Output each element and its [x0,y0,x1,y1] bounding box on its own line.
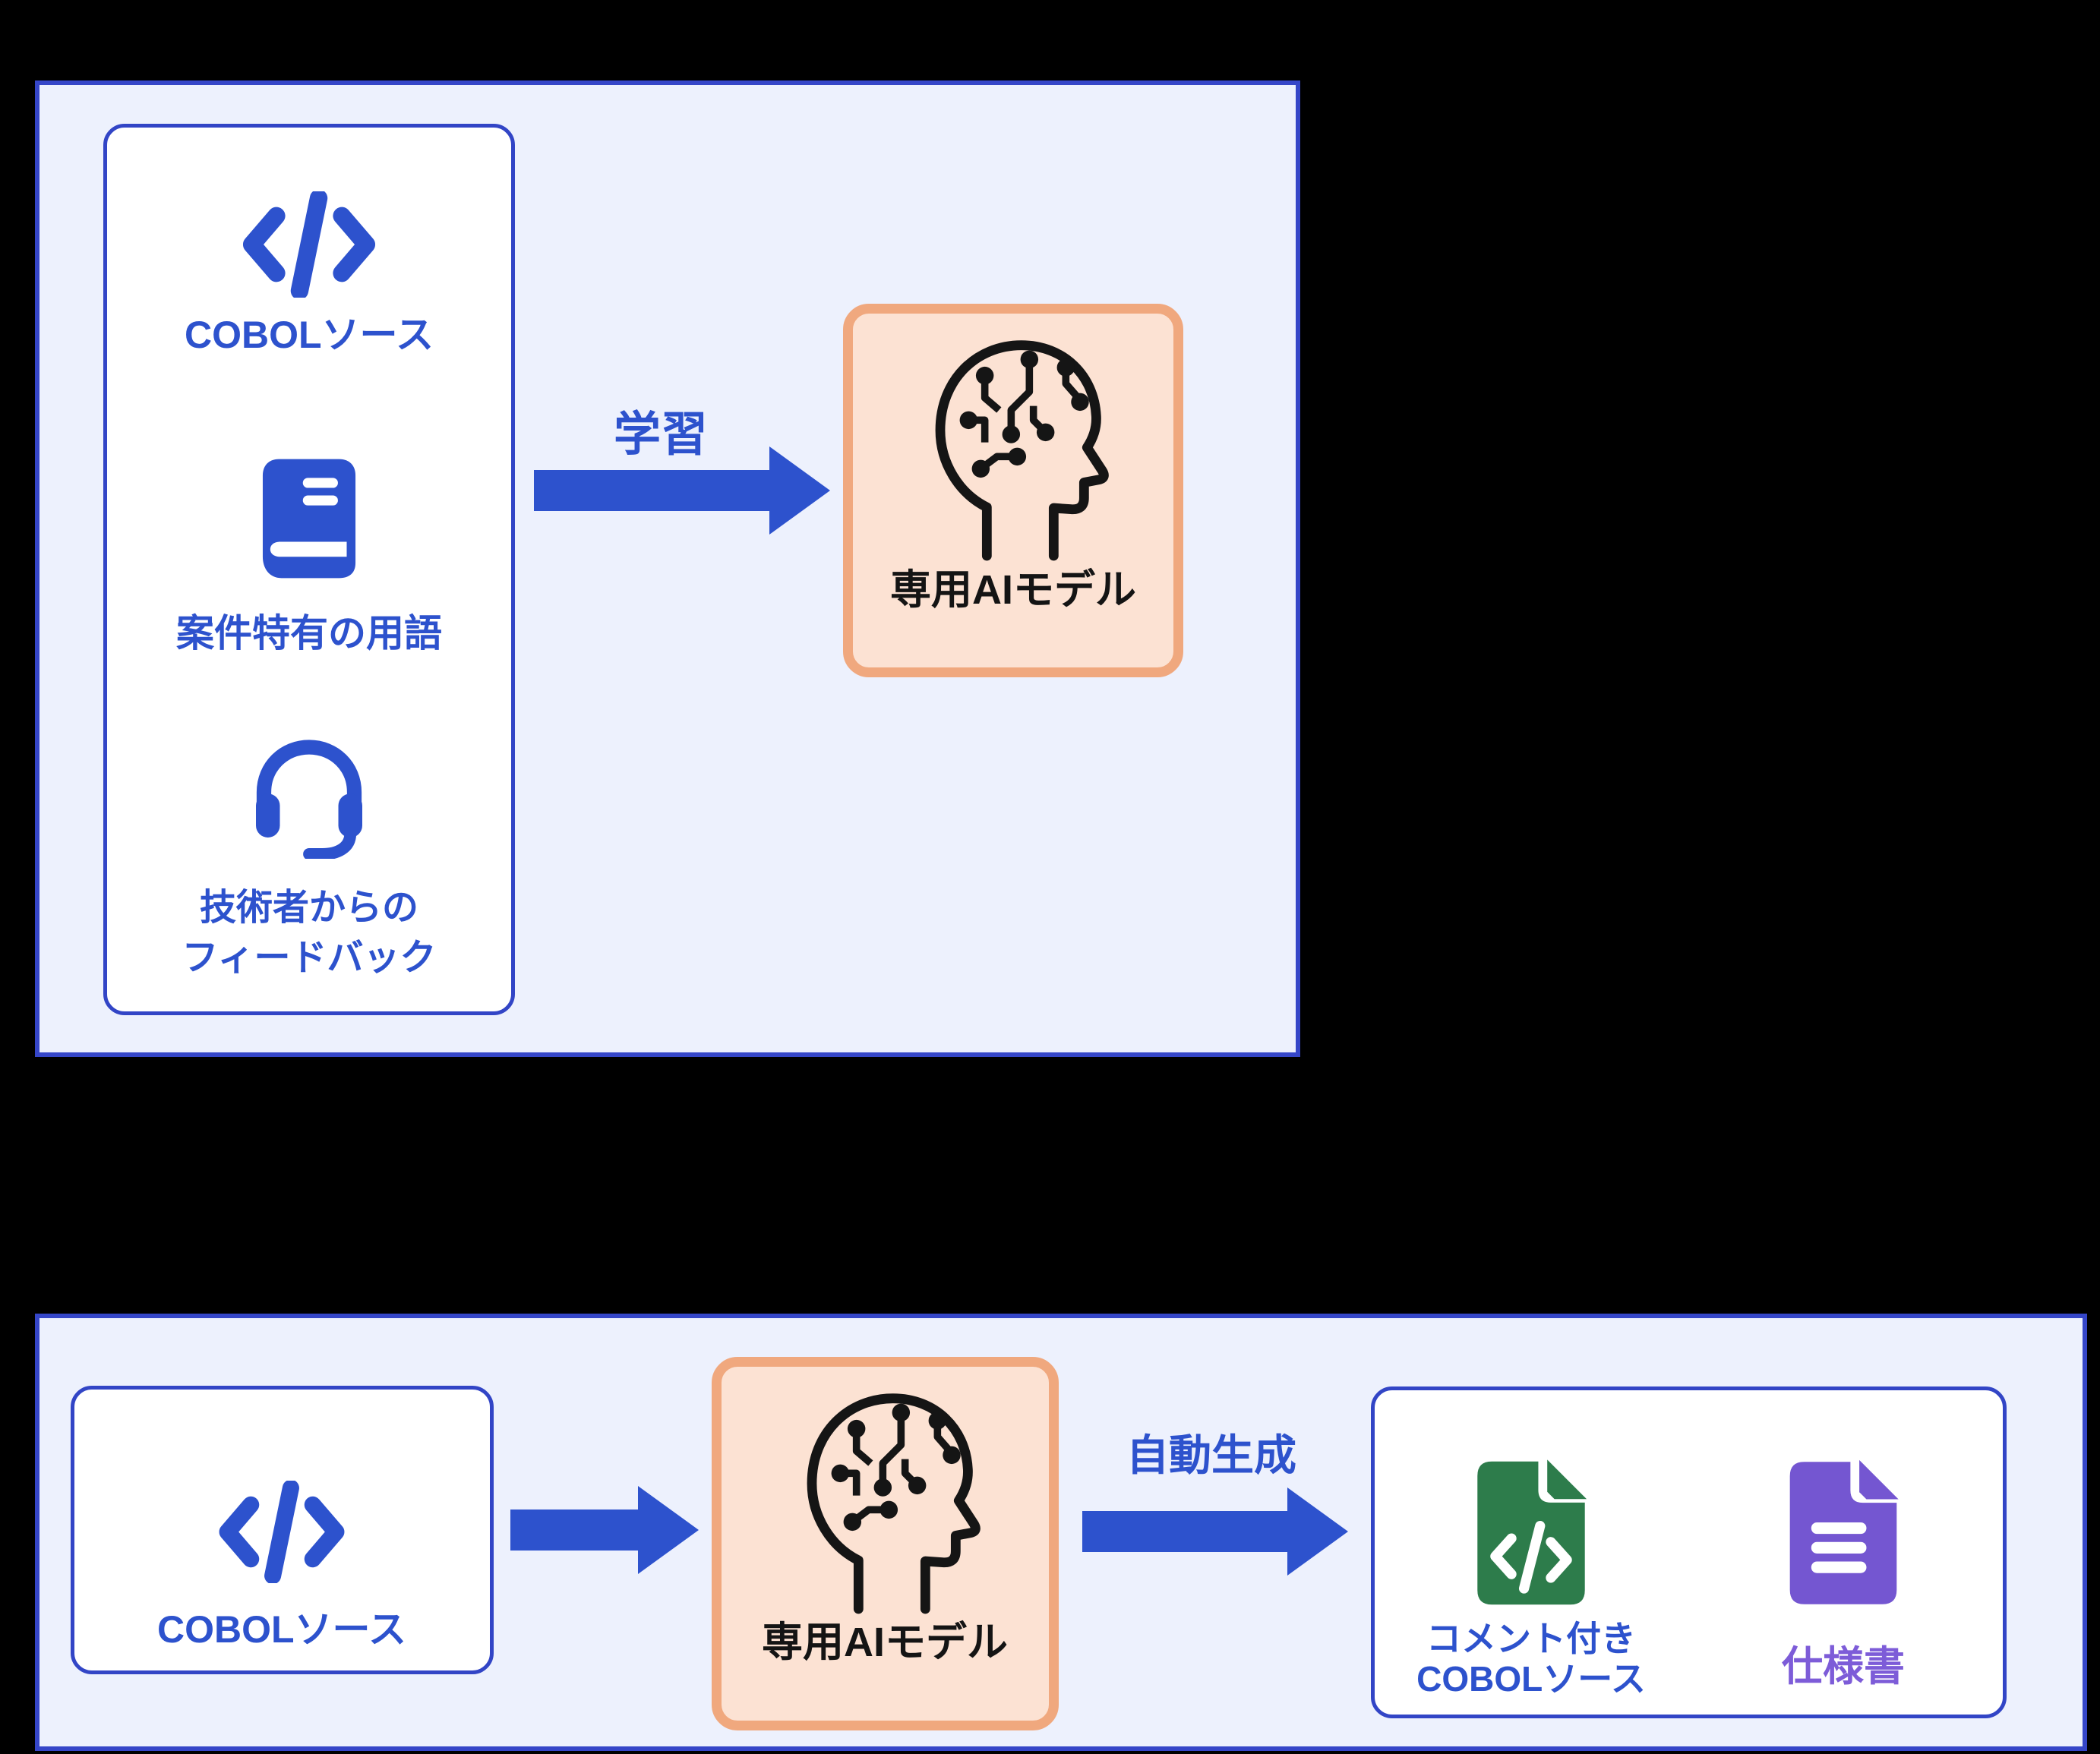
generation-arrow-label: 自動生成 [1126,1431,1296,1479]
input-feedback-label: 技術者からの フィードバック [182,888,437,979]
ai-head-icon [759,1372,1010,1615]
code-icon [241,191,377,298]
generation-model-box [712,1357,1059,1730]
output-spec-label: 仕様書 [1782,1644,1905,1689]
training-arrow-label: 学習 [613,409,709,461]
document-icon [1786,1458,1900,1608]
training-model-label: 専用AIモデル [890,567,1136,613]
ai-head-icon [888,319,1138,562]
input-arrow [510,1486,699,1574]
book-icon [247,454,372,579]
generation-model-label: 専用AIモデル [762,1620,1008,1665]
generation-source-label: COBOLソース [156,1608,407,1651]
generate-arrow [1082,1487,1348,1576]
learning-arrow [534,446,830,535]
generation-outputs-box [1371,1386,2007,1718]
output-commented-source-label: コメント付き COBOLソース [1416,1619,1646,1699]
input-terms-label: 案件特有の用語 [176,612,442,655]
training-model-box [843,304,1183,677]
headset-icon [243,726,376,859]
file-code-icon [1473,1458,1590,1608]
input-cobol-label: COBOLソース [184,314,434,356]
code-icon [217,1481,346,1583]
